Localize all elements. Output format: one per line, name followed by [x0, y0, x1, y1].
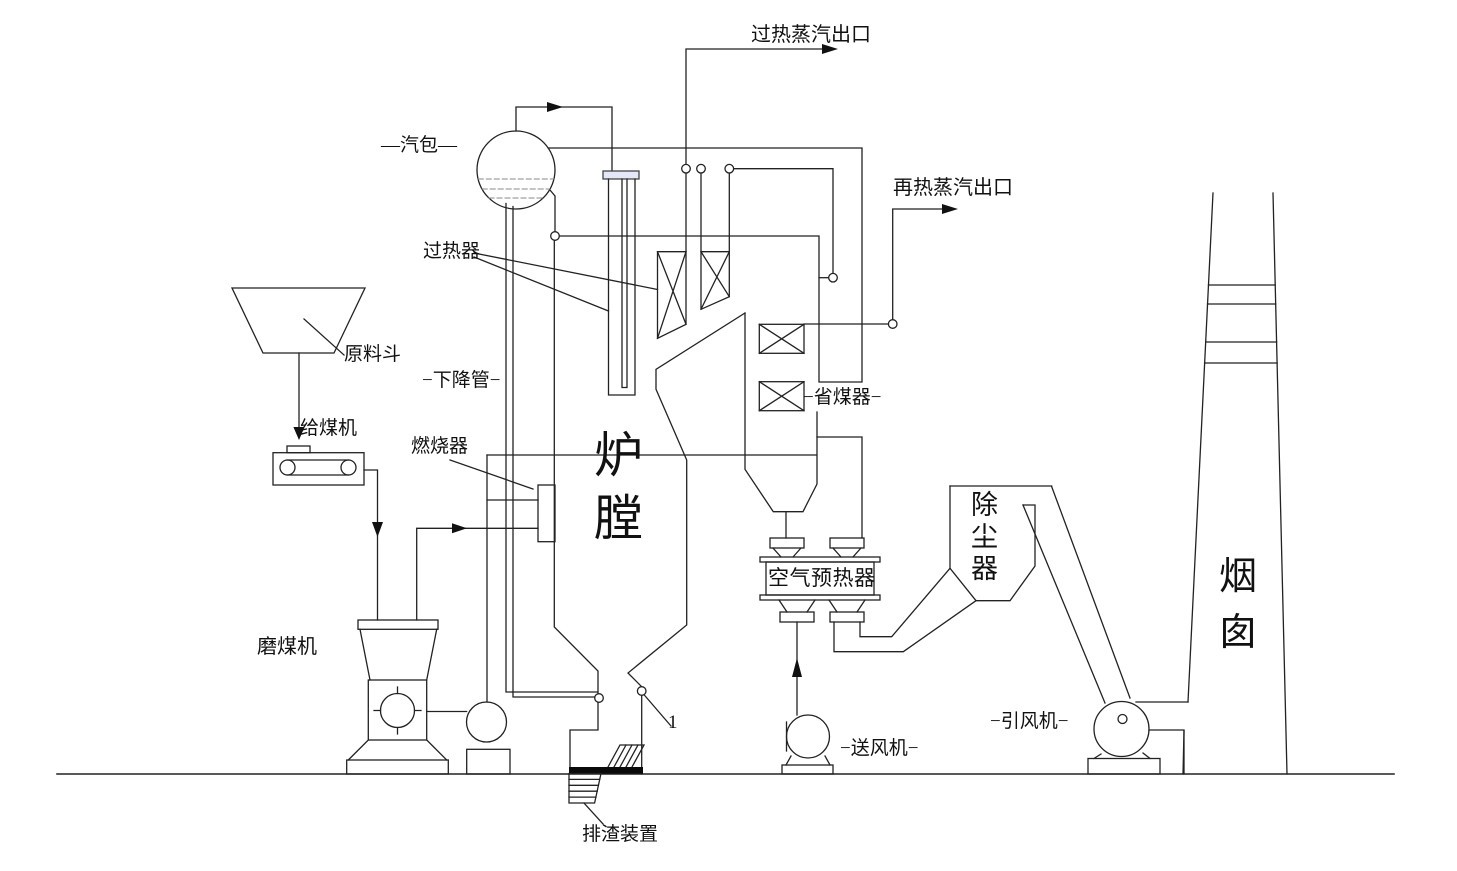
- coal-mill-shape: [346, 619, 449, 775]
- label-coal-feeder: 给煤机: [300, 418, 358, 439]
- primary-air-fan: [426, 701, 511, 775]
- label-fd-fan: −送风机−: [840, 738, 919, 759]
- label-slag-device: 排渣装置: [582, 824, 659, 845]
- label-rh-steam-outlet: 再热蒸汽出口: [893, 177, 1013, 199]
- hopper-shape: [230, 287, 367, 440]
- label-superheater: 过热器: [423, 241, 481, 262]
- dust-collector-shape: [949, 485, 1131, 704]
- slag-discharge-shape: [568, 744, 646, 804]
- label-chimney: 烟 囱: [1219, 556, 1258, 654]
- chimney-shape: [1182, 192, 1288, 775]
- superheater-panel-2: [700, 250, 731, 311]
- leader-lines: [303, 252, 672, 825]
- superheater-header: [602, 170, 640, 180]
- label-dust-collector: 除 尘 器: [971, 490, 998, 584]
- economizer-bank-1: [758, 323, 805, 355]
- label-economizer: −省煤器−: [803, 387, 882, 408]
- label-marker-1: 1: [668, 712, 678, 733]
- drum-top-pipe: [515, 102, 613, 172]
- label-air-preheater: 空气预热器: [768, 566, 876, 590]
- platen-superheater-tubes: [607, 178, 636, 396]
- pipe-junctions: [550, 163, 898, 703]
- sh-steam-outlet-pipe: [685, 44, 838, 166]
- coal-feeder-shape: [272, 445, 383, 621]
- downpass-walls: [744, 312, 863, 539]
- downcomer-pipes: [505, 202, 598, 698]
- burner-supply-pipes: [416, 454, 539, 703]
- label-id-fan: −引风机−: [990, 711, 1069, 732]
- label-steam-drum: —汽包—: [381, 135, 458, 156]
- furnace-outline: [486, 239, 817, 775]
- id-fan-shape: [1087, 700, 1189, 775]
- economizer-bank-2: [758, 380, 805, 412]
- burner-box: [537, 484, 556, 543]
- superheater-panel-1: [656, 250, 687, 340]
- drum-rear-piping: [547, 147, 863, 383]
- flue-duct-to-collector: [833, 567, 977, 653]
- panel-drop-pipes: [685, 172, 730, 253]
- label-burner: 燃烧器: [411, 436, 469, 457]
- label-sh-steam-outlet: 过热蒸汽出口: [751, 24, 871, 46]
- label-coal-mill: 磨煤机: [257, 636, 317, 658]
- rh-steam-outlet-pipe: [803, 204, 958, 325]
- steam-drum: [476, 130, 556, 210]
- air-preheater-shape: [759, 537, 881, 623]
- label-hopper: 原料斗: [344, 344, 402, 365]
- label-downcomer: −下降管−: [422, 370, 501, 391]
- fd-fan-shape: [781, 621, 834, 775]
- label-furnace: 炉 膛: [594, 428, 644, 546]
